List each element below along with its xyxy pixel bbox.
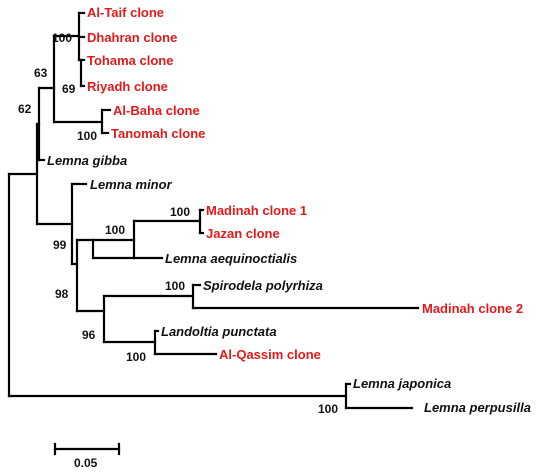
taxon-spirodela-polyrhiza: Spirodela polyrhiza xyxy=(203,278,323,293)
bootstrap-value: 100 xyxy=(52,31,72,45)
taxon-madinah-1: Madinah clone 1 xyxy=(206,203,307,218)
taxon-madinah-2: Madinah clone 2 xyxy=(422,301,523,316)
bootstrap-value: 100 xyxy=(105,223,125,237)
scale-bar-label: 0.05 xyxy=(74,456,98,470)
taxon-lemna-perpusilla: Lemna perpusilla xyxy=(424,400,531,415)
taxon-al-taif: Al-Taif clone xyxy=(87,5,164,20)
bootstrap-value: 69 xyxy=(62,82,76,96)
taxon-jazan: Jazan clone xyxy=(206,226,280,241)
taxon-labels: Al-Taif clone Dhahran clone Tohama clone… xyxy=(47,5,531,415)
bootstrap-value: 99 xyxy=(53,238,67,252)
bootstrap-value: 62 xyxy=(18,102,32,116)
taxon-al-baha: Al-Baha clone xyxy=(113,103,200,118)
taxon-lemna-gibba: Lemna gibba xyxy=(47,153,127,168)
bootstrap-value: 63 xyxy=(34,66,48,80)
taxon-al-qassim: Al-Qassim clone xyxy=(219,347,321,362)
bootstrap-value: 100 xyxy=(77,129,97,143)
bootstrap-value: 100 xyxy=(170,205,190,219)
bootstrap-value: 100 xyxy=(165,279,185,293)
bootstrap-value: 100 xyxy=(126,350,146,364)
taxon-landoltia-punctata: Landoltia punctata xyxy=(161,324,277,339)
bootstrap-values: 100 63 69 62 100 100 100 99 100 98 96 10… xyxy=(18,31,338,416)
bootstrap-value: 100 xyxy=(318,402,338,416)
taxon-lemna-japonica: Lemna japonica xyxy=(353,376,451,391)
taxon-riyadh: Riyadh clone xyxy=(87,79,168,94)
scale-bar: 0.05 xyxy=(53,442,121,470)
taxon-tohama: Tohama clone xyxy=(87,53,173,68)
taxon-lemna-aequinoctialis: Lemna aequinoctialis xyxy=(165,251,297,266)
taxon-lemna-minor: Lemna minor xyxy=(90,177,173,192)
taxon-tanomah: Tanomah clone xyxy=(111,126,205,141)
taxon-dhahran: Dhahran clone xyxy=(87,30,177,45)
bootstrap-value: 98 xyxy=(55,287,69,301)
tree-branches xyxy=(7,11,420,410)
bootstrap-value: 96 xyxy=(82,328,96,342)
